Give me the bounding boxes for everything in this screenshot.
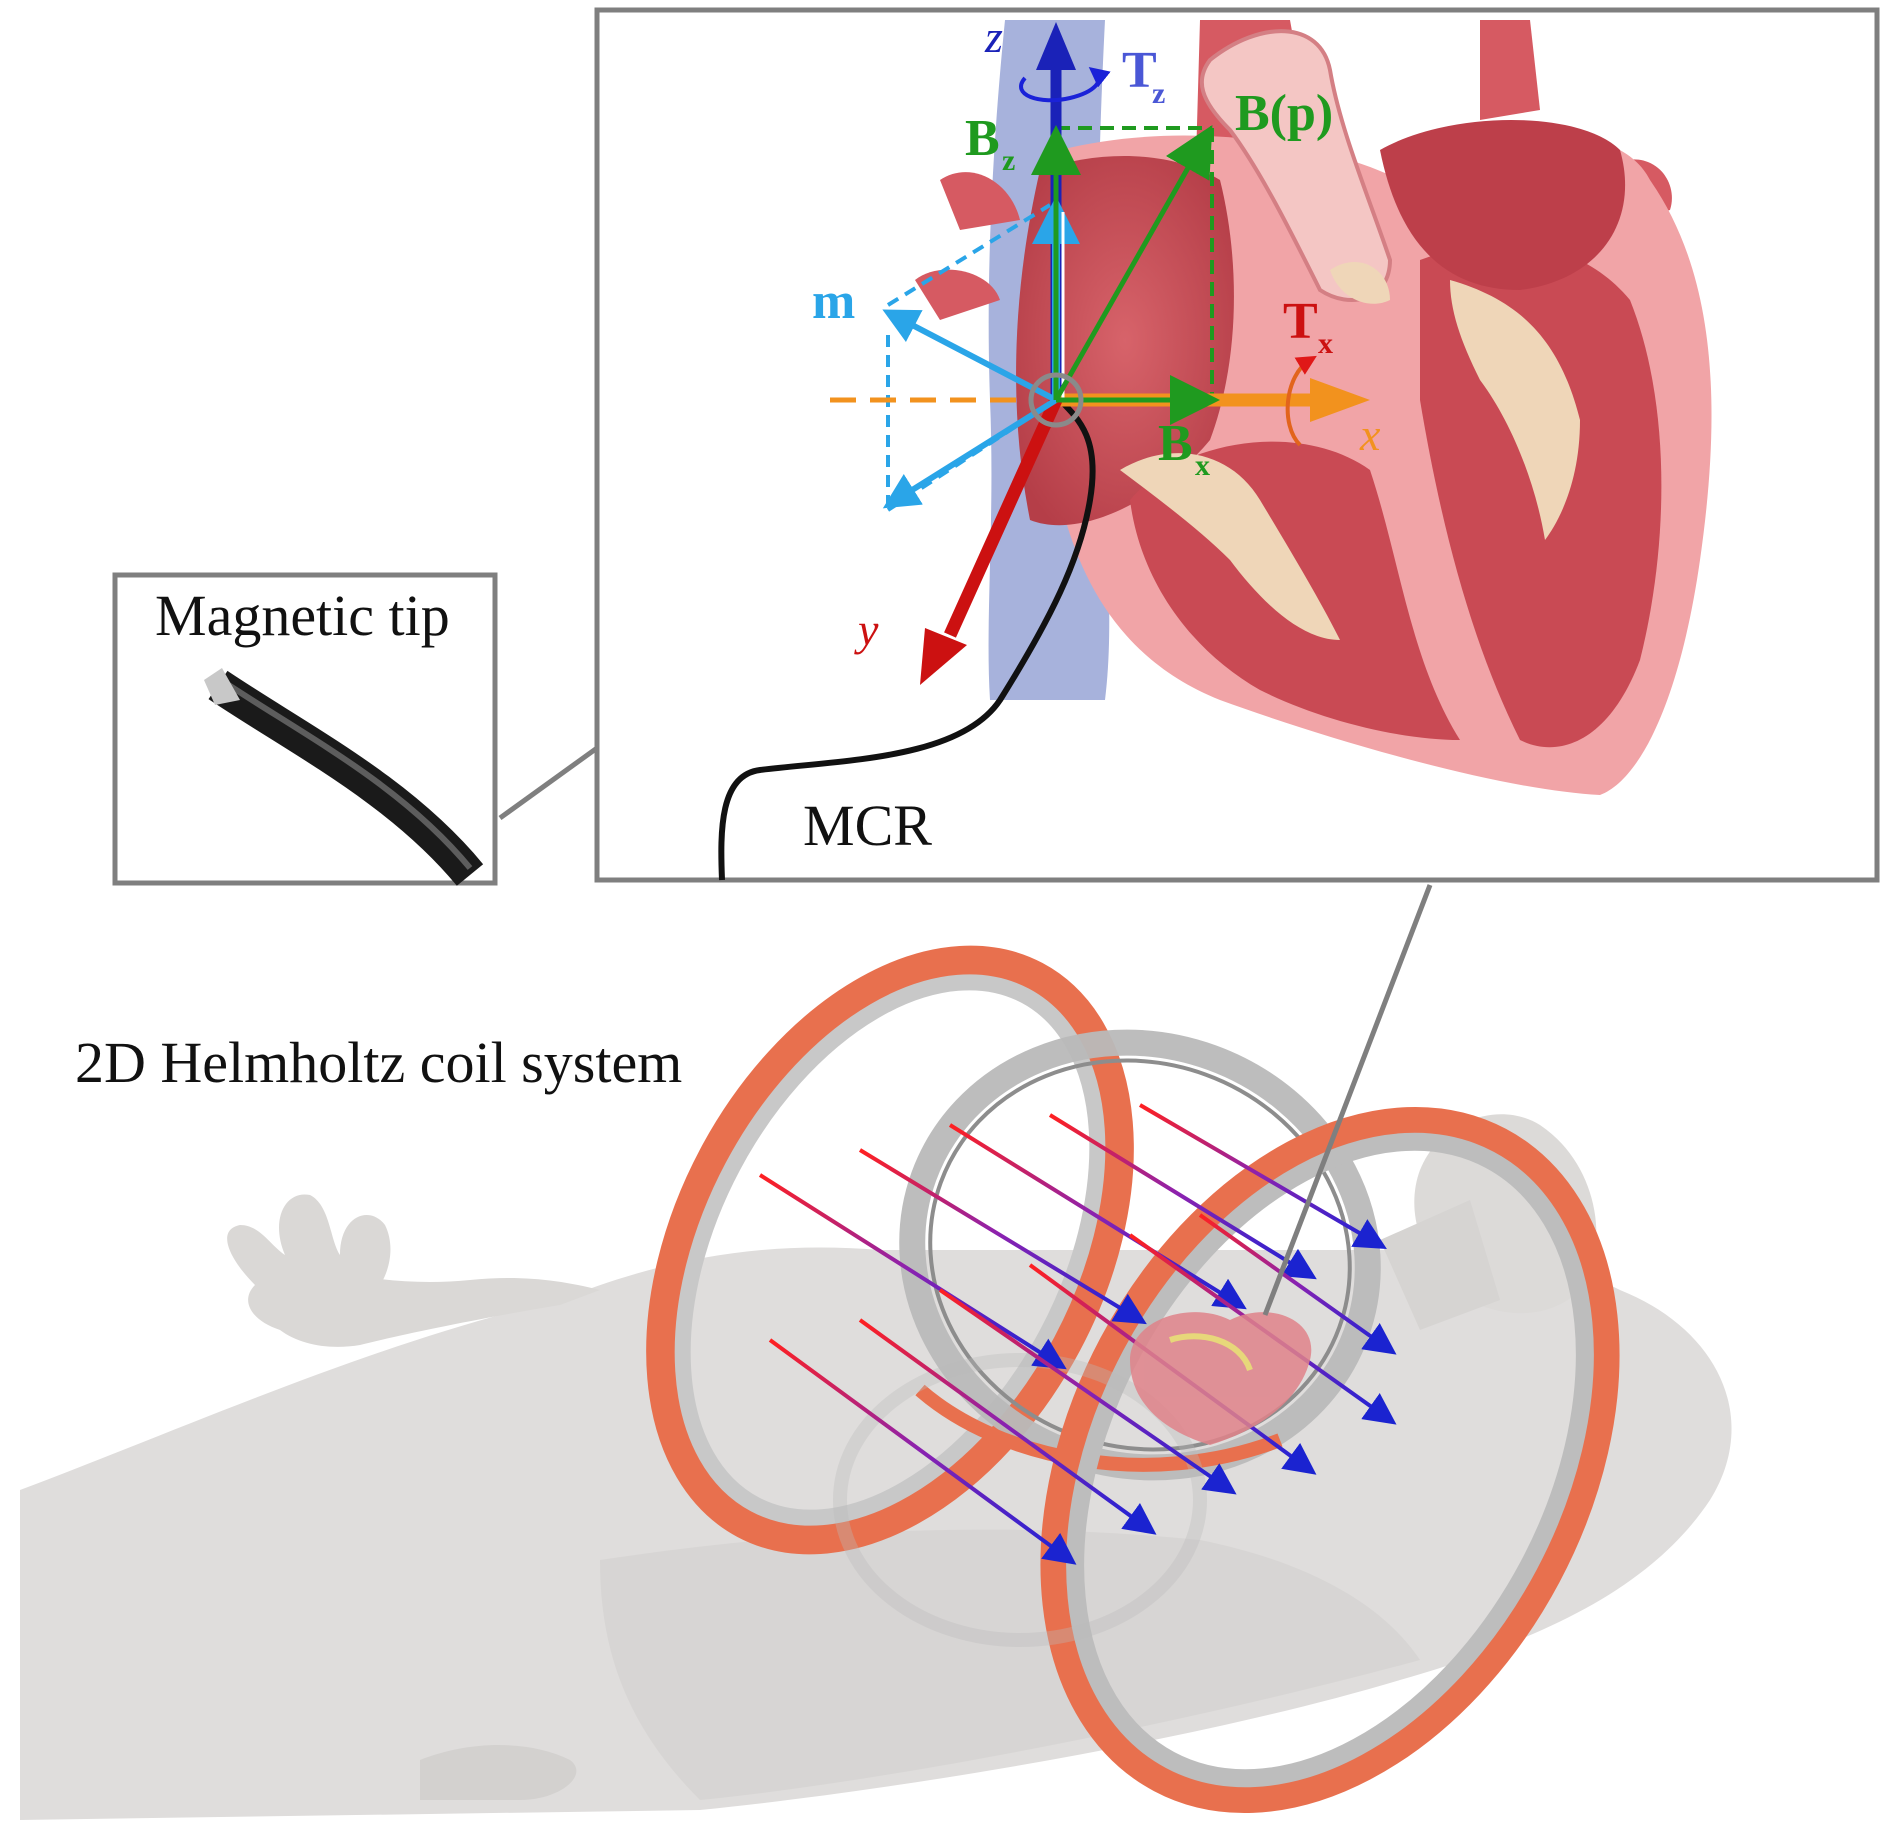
tx-label: T xyxy=(1283,293,1318,350)
heart-detail-panel: z x y B(p) B z B x m T z T x MCR xyxy=(594,7,1880,883)
y-axis-arrow xyxy=(944,397,1062,638)
bz-subscript: z xyxy=(1002,144,1015,177)
mcr-label: MCR xyxy=(803,793,932,858)
mitral-valve xyxy=(1450,280,1580,540)
coil-shadow xyxy=(833,1353,1207,1647)
aortic-valve xyxy=(1330,261,1390,304)
left-atrium xyxy=(1380,120,1626,290)
field-line xyxy=(1048,1113,1317,1280)
x-axis-label: x xyxy=(1359,409,1381,460)
tricuspid-valve xyxy=(1120,453,1340,640)
bp-label: B(p) xyxy=(1235,85,1333,142)
aortic-branch xyxy=(1480,20,1540,120)
magnetic-tip-inset: Magnetic tip xyxy=(112,572,498,886)
field-line xyxy=(1198,1213,1397,1355)
tx-subscript: x xyxy=(1318,327,1333,360)
field-line xyxy=(758,1173,1067,1370)
m-proj-upper xyxy=(886,203,1052,307)
right-atrium xyxy=(1016,156,1234,526)
field-line xyxy=(858,1148,1147,1325)
y-axis-arrowhead xyxy=(920,628,967,685)
left-arm-shape xyxy=(248,1268,601,1347)
left-branch-lower xyxy=(915,269,1000,320)
body-shading xyxy=(600,1529,1420,1800)
magnetic-field-lines xyxy=(758,1103,1397,1565)
tz-label: T xyxy=(1122,42,1157,99)
y-axis-label: y xyxy=(854,604,879,655)
tx-torque-arc-icon xyxy=(1285,355,1317,447)
z-axis-label: z xyxy=(984,11,1003,62)
origin-circle xyxy=(1028,372,1084,428)
z-axis-arrowhead xyxy=(1036,22,1076,70)
vector-diagram xyxy=(830,22,1370,685)
helmholtz-coils xyxy=(646,945,1620,1814)
m-vector xyxy=(882,309,1058,403)
bx-subscript: x xyxy=(1195,449,1210,482)
field-line xyxy=(768,1338,1077,1565)
coil-system-label: 2D Helmholtz coil system xyxy=(75,1030,682,1095)
right-hand-shape xyxy=(420,1745,577,1800)
x-axis-arrowhead xyxy=(1310,378,1370,422)
neck-shape xyxy=(1380,1200,1500,1330)
field-line xyxy=(1138,1103,1387,1250)
field-line xyxy=(938,1288,1237,1495)
human-body-illustration xyxy=(20,1114,1732,1820)
tz-torque-arc-icon xyxy=(1019,66,1111,103)
bx-label: B xyxy=(1158,415,1193,472)
left-branch xyxy=(940,172,1020,230)
tz-subscript: z xyxy=(1152,77,1165,110)
catheter-wire xyxy=(718,397,1096,881)
catheter-highlight xyxy=(216,675,473,870)
small-heart-in-body xyxy=(1130,1312,1312,1445)
field-line xyxy=(858,1318,1157,1535)
catheter-tube xyxy=(208,670,484,886)
left-hand-shape xyxy=(227,1194,391,1285)
m-label: m xyxy=(812,273,855,330)
field-line xyxy=(948,1123,1247,1310)
m-vector-lower xyxy=(882,397,1058,509)
magnetic-tip-label: Magnetic tip xyxy=(155,583,450,648)
connector-line-body xyxy=(1262,884,1433,1316)
bz-label: B xyxy=(965,110,1000,167)
bp-vector xyxy=(1053,124,1213,402)
tip-cap-icon xyxy=(204,668,240,705)
